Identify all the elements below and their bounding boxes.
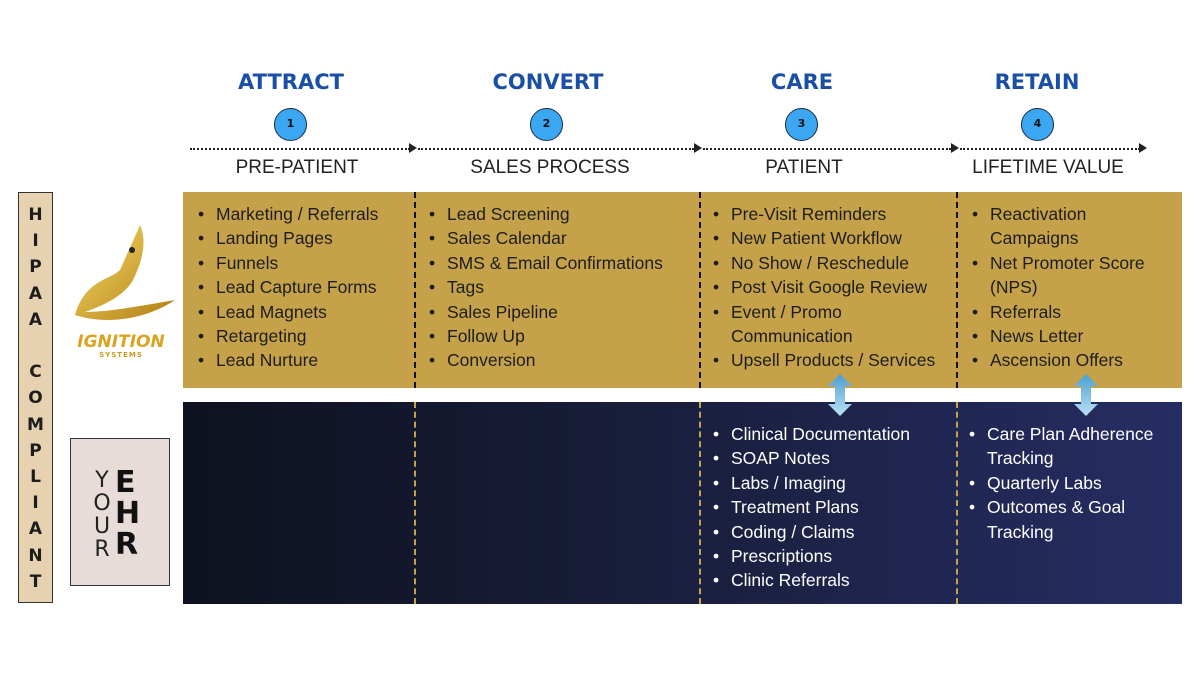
arrowhead-icon bbox=[1139, 143, 1147, 153]
list-item: Pre-Visit Reminders bbox=[713, 202, 958, 227]
side-label-letter: C bbox=[29, 362, 42, 383]
sync-arrow-icon bbox=[1074, 374, 1098, 416]
list-item: Landing Pages bbox=[198, 226, 378, 251]
list-item: Labs / Imaging bbox=[713, 471, 910, 496]
side-label-letter: I bbox=[32, 231, 39, 252]
ehr-retain-list: Care Plan Adherence TrackingQuarterly La… bbox=[969, 422, 1174, 544]
list-item: SMS & Email Confirmations bbox=[429, 251, 663, 276]
list-item: New Patient Workflow bbox=[713, 226, 958, 251]
timeline-arrow bbox=[960, 148, 1140, 150]
list-item: Reactivation Campaigns bbox=[972, 202, 1172, 251]
care-list: Pre-Visit RemindersNew Patient WorkflowN… bbox=[713, 202, 958, 373]
list-item: Conversion bbox=[429, 348, 663, 373]
list-item: Quarterly Labs bbox=[969, 471, 1174, 496]
timeline-arrow bbox=[190, 148, 410, 150]
list-item: Tags bbox=[429, 275, 663, 300]
list-item: Upsell Products / Services bbox=[713, 348, 958, 373]
list-item: Sales Calendar bbox=[429, 226, 663, 251]
side-label-letter: A bbox=[28, 283, 43, 304]
arrowhead-icon bbox=[951, 143, 959, 153]
stage-title-convert: CONVERT bbox=[492, 70, 604, 94]
step-number-1: 1 bbox=[274, 108, 307, 141]
timeline-arrow bbox=[418, 148, 694, 150]
list-item: Referrals bbox=[972, 300, 1172, 325]
rocket-icon bbox=[75, 225, 175, 320]
step-number-3: 3 bbox=[785, 108, 818, 141]
side-label-letter bbox=[33, 336, 39, 356]
step-number-2: 2 bbox=[530, 108, 563, 141]
list-item: Lead Nurture bbox=[198, 348, 378, 373]
side-label-letter: P bbox=[29, 440, 42, 461]
arrowhead-icon bbox=[694, 143, 702, 153]
stage-title-attract: ATTRACT bbox=[238, 70, 344, 94]
list-item: Funnels bbox=[198, 251, 378, 276]
logo-tagline: SYSTEMS bbox=[99, 351, 143, 359]
list-item: Lead Magnets bbox=[198, 300, 378, 325]
stage-subtitle: PRE-PATIENT bbox=[235, 157, 359, 178]
list-item: News Letter bbox=[972, 324, 1172, 349]
list-item: Treatment Plans bbox=[713, 495, 910, 520]
list-item: Marketing / Referrals bbox=[198, 202, 378, 227]
list-item: Event / Promo Communication bbox=[713, 300, 958, 349]
column-divider bbox=[699, 192, 701, 388]
list-item: Retargeting bbox=[198, 324, 378, 349]
list-item: Lead Capture Forms bbox=[198, 275, 378, 300]
column-divider bbox=[414, 192, 416, 388]
side-label-letter: O bbox=[28, 388, 43, 409]
side-label-letter: I bbox=[32, 493, 39, 514]
list-item: Ascension Offers bbox=[972, 348, 1172, 373]
column-divider bbox=[414, 402, 416, 604]
ignition-logo: IGNITION SYSTEMS bbox=[65, 220, 177, 359]
stage-subtitle: PATIENT bbox=[765, 157, 843, 178]
logo-name: IGNITION bbox=[77, 332, 165, 352]
stage-title-care: CARE bbox=[770, 70, 834, 94]
convert-list: Lead ScreeningSales CalendarSMS & Email … bbox=[429, 202, 663, 373]
side-label-letter: M bbox=[27, 414, 44, 435]
list-item: Clinic Referrals bbox=[713, 568, 910, 593]
attract-list: Marketing / ReferralsLanding PagesFunnel… bbox=[198, 202, 378, 373]
list-item: Net Promoter Score (NPS) bbox=[972, 251, 1172, 300]
list-item: Care Plan Adherence Tracking bbox=[969, 422, 1174, 471]
list-item: Prescriptions bbox=[713, 544, 910, 569]
list-item: Post Visit Google Review bbox=[713, 275, 958, 300]
side-label-letter: A bbox=[28, 309, 43, 330]
side-label-letter: A bbox=[28, 519, 43, 540]
column-divider bbox=[699, 402, 701, 604]
stage-title-retain: RETAIN bbox=[994, 70, 1080, 94]
list-item: Lead Screening bbox=[429, 202, 663, 227]
step-number-4: 4 bbox=[1021, 108, 1054, 141]
retain-list: Reactivation CampaignsNet Promoter Score… bbox=[972, 202, 1172, 373]
side-label-letter: H bbox=[28, 205, 43, 225]
column-divider bbox=[956, 402, 958, 604]
ehr-care-list: Clinical DocumentationSOAP NotesLabs / I… bbox=[713, 422, 910, 593]
timeline-arrow bbox=[703, 148, 951, 150]
stage-subtitle: SALES PROCESS bbox=[470, 157, 630, 178]
side-label-letter: P bbox=[29, 257, 42, 278]
list-item: No Show / Reschedule bbox=[713, 251, 958, 276]
side-label-letter: L bbox=[30, 467, 41, 488]
arrowhead-icon bbox=[409, 143, 417, 153]
list-item: Clinical Documentation bbox=[713, 422, 910, 447]
list-item: Coding / Claims bbox=[713, 520, 910, 545]
side-label-letter: N bbox=[28, 545, 43, 566]
list-item: Follow Up bbox=[429, 324, 663, 349]
side-label-letter: T bbox=[29, 571, 42, 592]
list-item: Outcomes & Goal Tracking bbox=[969, 495, 1174, 544]
list-item: Sales Pipeline bbox=[429, 300, 663, 325]
list-item: SOAP Notes bbox=[713, 446, 910, 471]
stage-subtitle: LIFETIME VALUE bbox=[972, 157, 1124, 178]
sync-arrow-icon bbox=[828, 374, 852, 416]
